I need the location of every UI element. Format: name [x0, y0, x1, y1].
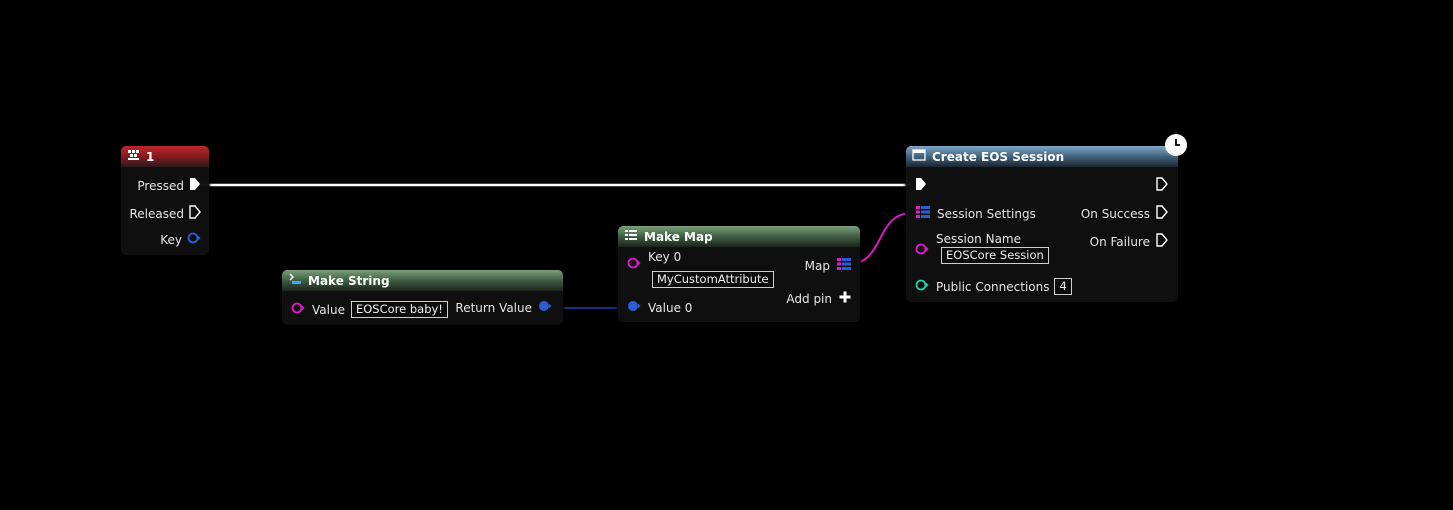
node-header: Make Map: [618, 226, 860, 247]
pin-label: Value 0: [648, 300, 693, 315]
on-success-pin-row[interactable]: On Success: [1081, 205, 1168, 222]
clock-icon: [1165, 134, 1187, 156]
string-pin-filled-icon[interactable]: [627, 300, 643, 315]
map-pin-icon[interactable]: [916, 205, 930, 222]
node-header: Create EOS Session: [906, 146, 1178, 167]
pin-label: Return Value: [455, 300, 532, 315]
create-eos-session-node[interactable]: Create EOS Session Session Settings On S…: [906, 146, 1178, 302]
string-pin-filled-icon[interactable]: [538, 300, 554, 315]
exec-pin-outline-icon[interactable]: [1156, 233, 1168, 250]
plus-icon[interactable]: [839, 291, 851, 306]
session-name-label-row: Session Name: [936, 232, 1021, 246]
node-header: Make String: [282, 270, 563, 291]
exec-in-pin-row[interactable]: [915, 177, 927, 194]
key-pin-row[interactable]: Key: [160, 232, 201, 247]
public-connections-pin-row[interactable]: Public Connections 4: [915, 278, 1072, 295]
pin-label: Value: [312, 302, 345, 317]
pressed-pin-row[interactable]: Pressed: [137, 177, 201, 194]
pin-label: Released: [129, 206, 184, 221]
session-settings-pin-row[interactable]: Session Settings: [916, 205, 1036, 222]
public-connections-input[interactable]: 4: [1054, 278, 1072, 295]
exec-pin-filled-icon[interactable]: [189, 177, 201, 194]
key0-value-row: MyCustomAttribute: [652, 271, 774, 288]
pin-label: Public Connections: [936, 279, 1050, 294]
value-pin-row[interactable]: Value EOSCore baby!: [291, 301, 448, 318]
make-map-node[interactable]: Make Map Key 0 MyCustomAttribute Value 0…: [618, 226, 860, 322]
struct-pin-outline-icon[interactable]: [187, 232, 201, 247]
exec-pin-filled-icon[interactable]: [915, 177, 927, 194]
make-string-node[interactable]: Make String Value EOSCore baby! Return V…: [282, 270, 563, 325]
released-pin-row[interactable]: Released: [129, 205, 201, 222]
on-failure-pin-row[interactable]: On Failure: [1090, 233, 1168, 250]
function-icon: [288, 273, 302, 288]
add-pin-label: Add pin: [786, 291, 832, 306]
pin-label: Key: [160, 232, 182, 247]
key0-pin-row[interactable]: Key 0: [627, 250, 681, 272]
pin-label: Pressed: [137, 178, 184, 193]
key0-value-input[interactable]: MyCustomAttribute: [652, 271, 774, 288]
struct-pin-outline-icon[interactable]: [627, 257, 643, 272]
node-title: Make Map: [644, 229, 713, 244]
map-pin-row[interactable]: Map: [805, 257, 851, 274]
node-title: Create EOS Session: [932, 149, 1065, 164]
node-header: 1: [121, 146, 209, 167]
return-value-pin-row[interactable]: Return Value: [455, 300, 554, 315]
exec-pin-outline-icon[interactable]: [189, 205, 201, 222]
add-pin-button[interactable]: Add pin: [786, 291, 851, 306]
struct-pin-outline-icon[interactable]: [915, 243, 931, 258]
exec-pin-outline-icon[interactable]: [1156, 205, 1168, 222]
session-name-input[interactable]: EOSCore Session: [941, 247, 1049, 264]
string-value-input[interactable]: EOSCore baby!: [350, 301, 448, 318]
node-title: Make String: [308, 273, 390, 288]
session-name-value-row: EOSCore Session: [941, 247, 1049, 264]
struct-pin-outline-icon[interactable]: [291, 302, 307, 317]
session-name-pin-row[interactable]: [915, 243, 931, 258]
pin-label: Session Settings: [937, 206, 1036, 221]
map-pin-icon[interactable]: [837, 257, 851, 274]
async-node-icon: [912, 149, 926, 164]
keyboard-icon: [127, 149, 140, 164]
pin-label: Session Name: [936, 232, 1022, 246]
map-icon: [624, 229, 638, 244]
pin-label: Key 0: [648, 249, 682, 264]
key-event-node[interactable]: 1 Pressed Released Key: [121, 146, 209, 255]
integer-pin-outline-icon[interactable]: [915, 279, 931, 294]
exec-out-pin-row[interactable]: [1156, 177, 1168, 194]
pin-label: Map: [804, 258, 830, 273]
pin-label: On Success: [1080, 206, 1150, 221]
exec-pin-outline-icon[interactable]: [1156, 177, 1168, 194]
value0-pin-row[interactable]: Value 0: [627, 300, 692, 315]
node-title: 1: [146, 149, 155, 164]
pin-label: On Failure: [1089, 234, 1150, 249]
